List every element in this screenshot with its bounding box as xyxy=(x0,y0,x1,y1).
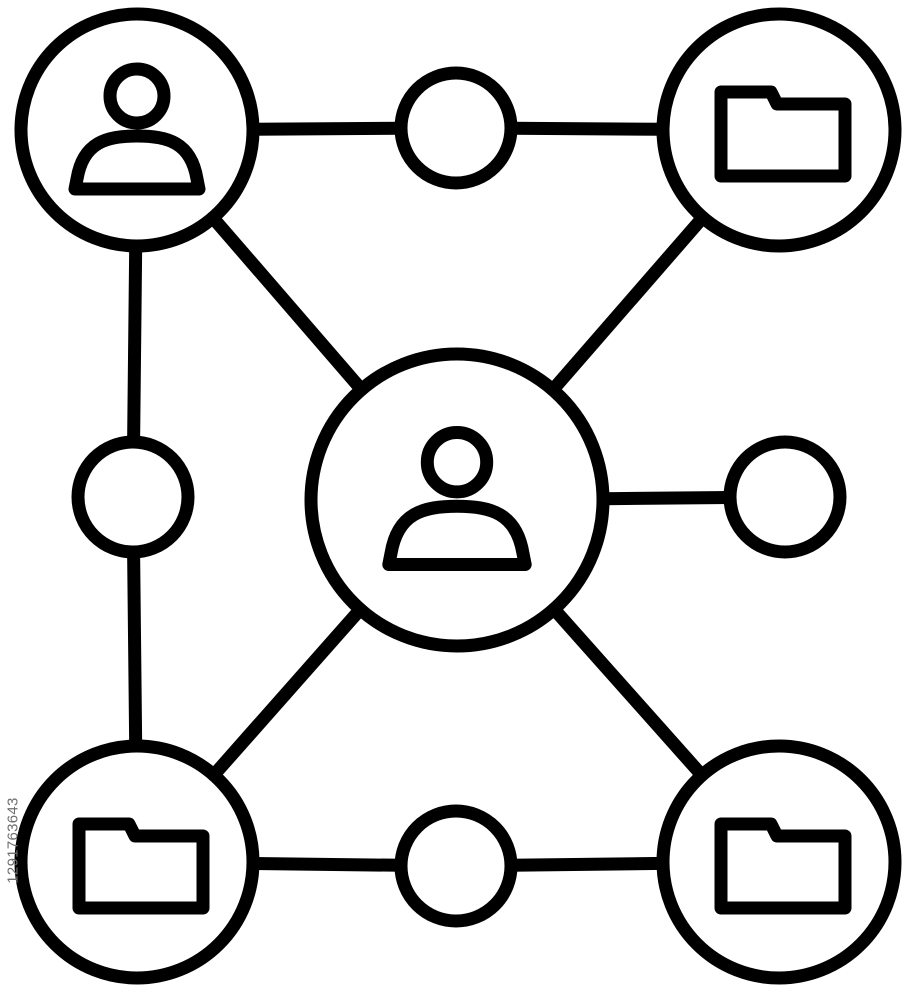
node-circle xyxy=(656,7,902,253)
node-folder-bottom-left xyxy=(14,739,260,985)
user-body xyxy=(382,499,532,571)
connector-line xyxy=(546,211,710,397)
junction-circle xyxy=(394,804,518,928)
connector-line xyxy=(127,239,143,449)
user-head xyxy=(103,62,171,130)
user-head xyxy=(420,426,494,499)
folder-outline xyxy=(714,85,852,183)
connector-line xyxy=(504,121,670,136)
folder-icon xyxy=(714,817,852,915)
junction-circle xyxy=(71,435,195,559)
junction-circle xyxy=(394,66,518,190)
node-junction-top xyxy=(394,66,518,190)
connector-line xyxy=(596,491,737,506)
node-circle xyxy=(14,739,260,985)
node-junction-bottom xyxy=(394,804,518,928)
connections xyxy=(127,121,737,872)
user-body xyxy=(68,129,206,196)
folder-icon xyxy=(714,85,852,183)
connector-line xyxy=(246,857,408,872)
folder-outline xyxy=(72,817,210,915)
folder-icon xyxy=(72,817,210,915)
user-icon xyxy=(382,426,532,571)
node-user-center xyxy=(304,347,610,653)
user-icon xyxy=(68,62,206,196)
connector-line xyxy=(207,602,367,782)
node-circle xyxy=(304,347,610,653)
node-junction-right xyxy=(723,435,847,559)
node-junction-left xyxy=(71,435,195,559)
node-user-top-left xyxy=(14,7,260,253)
junction-circle xyxy=(723,435,847,559)
connector-line xyxy=(504,856,670,872)
connector-line xyxy=(206,211,368,397)
node-circle xyxy=(14,7,260,253)
folder-outline xyxy=(714,817,852,915)
connector-line xyxy=(127,545,143,753)
nodes xyxy=(14,7,902,985)
node-folder-bottom-right xyxy=(656,739,902,985)
node-folder-top-right xyxy=(656,7,902,253)
node-circle xyxy=(656,739,902,985)
connector-line xyxy=(246,121,408,136)
connector-line xyxy=(547,602,709,782)
